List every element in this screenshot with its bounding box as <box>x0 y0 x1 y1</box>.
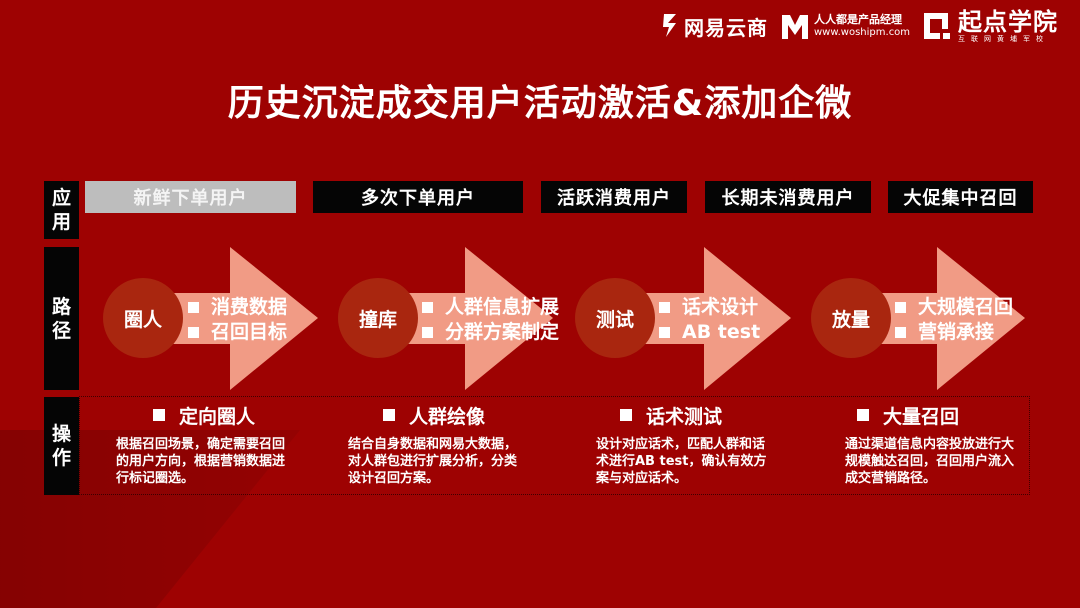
step-circle-label: 圈人 <box>123 308 162 331</box>
logo-netease-text: 网易云商 <box>684 15 768 40</box>
row-label-operation: 操作 <box>44 397 79 495</box>
stage-tab-label: 活跃消费用户 <box>557 188 671 209</box>
bullet-item: 营销承接 <box>895 320 1013 345</box>
square-bullet-icon <box>857 409 869 421</box>
operation-title: 大量召回 <box>845 402 1025 428</box>
bullet-text: 话术设计 <box>682 296 759 318</box>
logo-qidian-title: 起点学院 <box>958 7 1059 36</box>
bullet-item: 人群信息扩展 <box>422 295 559 320</box>
square-bullet-icon <box>153 409 165 421</box>
operation-title-text: 话术测试 <box>646 405 723 428</box>
row-label-path: 路径 <box>44 247 79 390</box>
bullet-text: 大规模召回 <box>918 296 1014 318</box>
logo-qidian-subtitle: 互联网黄埔军校 <box>958 34 1050 43</box>
step-circle-label: 放量 <box>831 308 870 331</box>
row-label-application-text: 应用 <box>51 187 71 233</box>
bullet-item: 分群方案制定 <box>422 320 559 345</box>
square-bullet-icon <box>659 302 670 313</box>
bullet-text: AB test <box>682 321 761 343</box>
step-bullets: 话术设计 AB test <box>659 295 760 345</box>
operation-description: 设计对应话术，匹配人群和话术进行AB test，确认有效方案与对应话术。 <box>596 437 767 486</box>
logo-qidian: 起点学院 互联网黄埔军校 <box>922 10 1058 43</box>
logo-woshipm-url: www.woshipm.com <box>814 27 911 38</box>
bullet-text: 营销承接 <box>918 321 995 343</box>
operation-title-text: 定向圈人 <box>179 405 256 428</box>
step-test: 测试 话术设计 AB test <box>575 247 795 390</box>
operation-title: 话术测试 <box>596 402 776 428</box>
stage-tab-label: 多次下单用户 <box>361 188 475 209</box>
qidian-square-icon <box>924 13 951 39</box>
stage-tab-long-inactive-users[interactable]: 长期未消费用户 <box>705 181 871 213</box>
row-label-path-text: 路径 <box>51 295 71 342</box>
logo-woshipm-title: 人人都是产品经理 <box>814 13 902 26</box>
stage-tab-fresh-order-users[interactable]: 新鲜下单用户 <box>85 181 296 213</box>
bullet-text: 消费数据 <box>211 296 288 318</box>
operation-title: 人群绘像 <box>348 402 528 428</box>
step-target-users: 圈人 消费数据 召回目标 <box>103 247 323 390</box>
square-bullet-icon <box>659 327 670 338</box>
arrow-right-icon <box>173 247 318 390</box>
square-bullet-icon <box>188 302 199 313</box>
square-bullet-icon <box>422 302 433 313</box>
bullet-item: AB test <box>659 320 760 345</box>
operation-title-text: 人群绘像 <box>409 405 486 428</box>
operations-box <box>79 396 1030 495</box>
bullet-item: 大规模召回 <box>895 295 1013 320</box>
square-bullet-icon <box>188 327 199 338</box>
step-bullets: 消费数据 召回目标 <box>188 295 287 345</box>
operation-description: 结合自身数据和网易大数据，对人群包进行扩展分析，分类设计召回方案。 <box>348 437 518 486</box>
square-bullet-icon <box>422 327 433 338</box>
bullet-text: 分群方案制定 <box>445 321 560 343</box>
step-bullets: 人群信息扩展 分群方案制定 <box>422 295 559 345</box>
logo-netease: 网易云商 <box>660 11 768 41</box>
step-circle: 测试 <box>575 278 655 358</box>
arrow-right-icon <box>645 247 791 390</box>
step-bullets: 大规模召回 营销承接 <box>895 295 1013 345</box>
operation-mass-recall: 大量召回 通过渠道信息内容投放进行大规模触达召回，召回用户流入成交营销路径。 <box>845 402 1025 487</box>
stage-tab-label: 长期未消费用户 <box>721 188 855 209</box>
operation-description: 通过渠道信息内容投放进行大规模触达召回，召回用户流入成交营销路径。 <box>845 437 1015 486</box>
square-bullet-icon <box>620 409 632 421</box>
step-circle: 圈人 <box>103 278 183 358</box>
bullet-item: 消费数据 <box>188 295 287 320</box>
arrow-right-icon <box>881 247 1025 390</box>
operation-script-test: 话术测试 设计对应话术，匹配人群和话术进行AB test，确认有效方案与对应话术… <box>596 402 776 487</box>
logo-bar: 网易云商 人人都是产品经理 www.woshipm.com 起点学院 互联网黄埔… <box>660 6 1070 46</box>
square-bullet-icon <box>383 409 395 421</box>
stage-tab-label: 新鲜下单用户 <box>133 188 248 209</box>
square-bullet-icon <box>895 302 906 313</box>
stage-tab-active-consumers[interactable]: 活跃消费用户 <box>541 181 687 213</box>
step-circle-label: 撞库 <box>358 308 397 331</box>
step-scale-up: 放量 大规模召回 营销承接 <box>811 247 1041 390</box>
step-database-match: 撞库 人群信息扩展 分群方案制定 <box>338 247 578 390</box>
stage-tab-repeat-order-users[interactable]: 多次下单用户 <box>313 181 523 213</box>
bullet-item: 话术设计 <box>659 295 760 320</box>
operation-title-text: 大量召回 <box>883 405 960 428</box>
netease-swirl-icon <box>663 14 676 37</box>
bullet-text: 召回目标 <box>211 321 288 343</box>
bullet-text: 人群信息扩展 <box>445 296 560 318</box>
operation-audience-profile: 人群绘像 结合自身数据和网易大数据，对人群包进行扩展分析，分类设计召回方案。 <box>348 402 528 487</box>
operation-description: 根据召回场景，确定需要召回的用户方向，根据营销数据进行标记圈选。 <box>116 437 286 486</box>
operation-title: 定向圈人 <box>116 402 296 428</box>
logo-woshipm: 人人都是产品经理 www.woshipm.com <box>780 11 910 41</box>
arrow-right-icon <box>408 247 553 390</box>
step-circle-label: 测试 <box>595 308 634 331</box>
stage-tab-label: 大促集中召回 <box>903 188 1018 209</box>
row-label-application: 应用 <box>44 181 79 239</box>
woshipm-m-icon <box>782 15 808 39</box>
square-bullet-icon <box>895 327 906 338</box>
bullet-item: 召回目标 <box>188 320 287 345</box>
page-title: 历史沉淀成交用户活动激活&添加企微 <box>227 83 853 124</box>
step-circle: 撞库 <box>338 278 418 358</box>
operation-target-users: 定向圈人 根据召回场景，确定需要召回的用户方向，根据营销数据进行标记圈选。 <box>116 402 296 487</box>
step-circle: 放量 <box>811 278 891 358</box>
row-label-operation-text: 操作 <box>51 423 71 469</box>
stage-tab-promotion-recall[interactable]: 大促集中召回 <box>888 181 1033 213</box>
